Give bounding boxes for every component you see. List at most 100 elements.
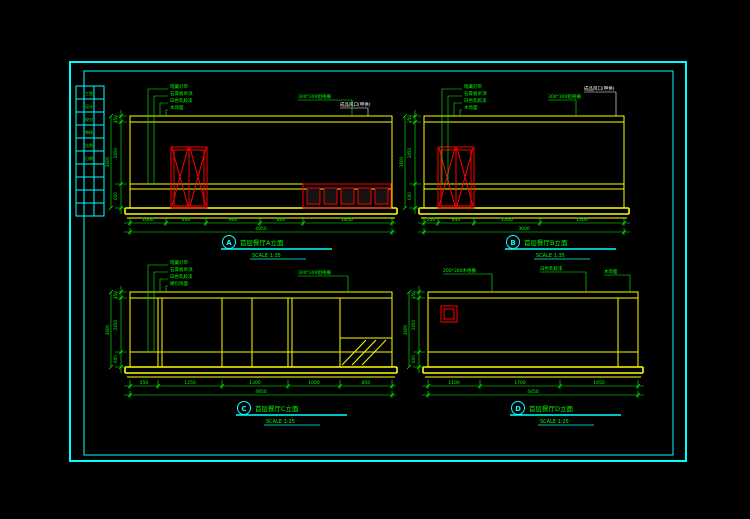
dim-label: 1000 — [142, 217, 154, 223]
dim-total-label: 3600 — [105, 156, 110, 167]
cabinet-cell — [340, 187, 355, 205]
dim-label: 350 — [411, 291, 416, 299]
dim-label: 350 — [113, 291, 118, 299]
leader-lines — [441, 88, 462, 184]
door-leaf-lines — [171, 147, 207, 208]
view-letter: C — [241, 405, 246, 413]
access-panel-inner — [443, 308, 455, 320]
left-dimensions: 350 2650 600 3600 — [399, 110, 421, 214]
title-block-row-label: 日期 — [85, 155, 93, 161]
dimension-total-line — [108, 289, 114, 370]
access-panel-outer — [440, 305, 458, 323]
dim-label: 1650 — [593, 380, 605, 386]
dim-label: 600 — [407, 192, 412, 200]
dim-total-label: 3600 — [399, 156, 404, 167]
view-letter: A — [226, 239, 232, 247]
cabinet-cell — [323, 187, 338, 205]
bottom-dimensions: 1100 1700 1650 4450 — [422, 380, 644, 398]
left-dimensions: 350 2650 600 3600 — [105, 110, 127, 214]
dim-label: 600 — [113, 192, 118, 200]
dim-label: 1300 — [249, 380, 261, 386]
dimension-total-line — [124, 228, 396, 235]
view-caption: C 首层餐厅C立面 SCALE 1:25 — [236, 401, 347, 426]
dim-label: 350 — [407, 115, 412, 123]
left-dimensions: 350 2650 600 3600 — [105, 286, 127, 373]
annotation-label: 硬包饰面 — [170, 280, 188, 287]
dim-label: 250 — [427, 217, 436, 223]
dimension-line — [422, 380, 644, 389]
dim-total-label: 4450 — [527, 389, 539, 395]
dim-label: 600 — [411, 355, 416, 363]
view-title: 首层餐厅A立面 — [240, 238, 284, 247]
dimension-total-line — [406, 289, 412, 370]
view-title: 首层餐厅B立面 — [524, 238, 568, 247]
annotation-label: 石膏板吊顶 — [170, 90, 193, 97]
dim-total-label: 3600 — [518, 226, 530, 232]
display-cabinets — [302, 183, 392, 209]
annotation-label: 白色乳胶漆 — [170, 273, 193, 280]
base-plinth — [418, 207, 630, 215]
inner-border — [83, 70, 674, 456]
dim-label: 650 — [452, 217, 461, 223]
title-block-row-label: 校对 — [85, 116, 93, 122]
dim-total-label: 4950 — [255, 226, 267, 232]
dimension-line — [124, 217, 396, 226]
annotation-label: 暗藏灯带 — [170, 259, 188, 266]
double-door — [170, 146, 208, 209]
annotation-label: 300*300铝格栅 — [298, 93, 331, 100]
dimension-line — [413, 286, 425, 373]
title-block-grid — [76, 86, 104, 216]
leader-lines — [147, 264, 168, 352]
dimension-line — [409, 110, 421, 214]
base-plinth — [422, 366, 644, 374]
dim-label: 800 — [277, 217, 286, 223]
sheet-frame — [69, 61, 687, 462]
panel-d: 1100 1700 1650 4450 350 2650 600 3600 20… — [403, 265, 644, 426]
partition-lines — [157, 298, 341, 367]
annotation-label: 白色乳胶漆 — [170, 97, 193, 104]
bottom-dimensions: 250 650 1200 1500 3600 — [418, 217, 630, 235]
dim-label: 600 — [113, 355, 118, 363]
view-letter: D — [515, 405, 521, 413]
base-plinth — [124, 366, 398, 374]
annotation-label: 成品风口(甲供) — [340, 101, 371, 108]
dimension-line — [115, 286, 127, 373]
dim-total-label: 4950 — [255, 389, 267, 395]
view-title: 首层餐厅C立面 — [255, 404, 299, 413]
dim-total-label: 3600 — [403, 324, 408, 335]
leader-lines — [443, 271, 631, 292]
dimension-total-line — [418, 228, 630, 235]
dim-label: 1850 — [341, 217, 353, 223]
door-leaf-lines — [438, 147, 474, 208]
stair-hatch — [340, 337, 392, 366]
annotation-label: 木饰面 — [170, 104, 184, 111]
leader-lines — [584, 91, 617, 116]
dim-total-label: 3600 — [105, 324, 110, 335]
dimension-line — [124, 380, 396, 389]
annotation-label: 成品风口(甲供) — [584, 85, 615, 92]
annotation-label: 暗藏灯带 — [464, 83, 482, 90]
dimension-total-line — [124, 391, 396, 398]
dim-label: 1250 — [184, 380, 196, 386]
leader-lines — [298, 275, 349, 292]
view-caption: B 首层餐厅B立面 SCALE 1:35 — [505, 235, 616, 260]
left-dimensions: 350 2650 600 3600 — [403, 286, 425, 373]
view-caption: A 首层餐厅A立面 SCALE 1:35 — [221, 235, 332, 260]
view-scale: SCALE 1:25 — [266, 419, 295, 425]
dim-label: 2650 — [411, 319, 416, 330]
panel-a: 1000 400 900 800 1850 4950 350 2650 600 … — [105, 83, 398, 260]
annotation-label: 300*300铝格栅 — [298, 269, 331, 276]
view-title: 首层餐厅D立面 — [529, 404, 574, 413]
dim-label: 2650 — [113, 319, 118, 330]
material-annotations: 200*300木格栅 白色乳胶漆 木饰面 — [443, 265, 631, 292]
view-scale: SCALE 1:25 — [540, 419, 569, 425]
annotation-label: 200*300木格栅 — [443, 267, 476, 274]
leader-lines — [548, 99, 577, 116]
dim-label: 1100 — [448, 380, 460, 386]
title-block-row-label: 设计 — [85, 103, 93, 109]
dim-label: 2650 — [113, 147, 118, 158]
dim-label: 2650 — [407, 147, 412, 158]
view-caption: D 首层餐厅D立面 SCALE 1:25 — [510, 401, 621, 426]
